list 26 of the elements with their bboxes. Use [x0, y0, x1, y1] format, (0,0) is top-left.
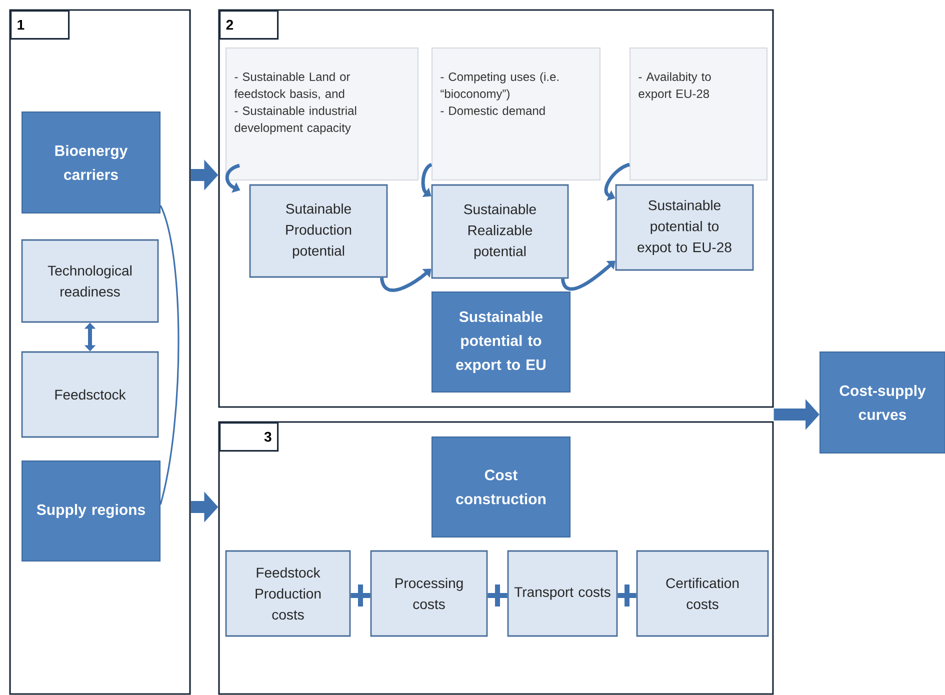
process-box: Certification costs	[636, 550, 769, 637]
process-box: Feedstock Production costs	[225, 550, 351, 637]
curved-line	[160, 205, 180, 505]
process-box: Sustainable Realizable potential	[431, 184, 569, 279]
highlight-box: Bioenergy carriers	[22, 112, 160, 214]
note-box: - Sustainable Land or feedstock basis, and - Sustainable industrial development capacity	[226, 48, 418, 180]
number-tab: 3	[219, 422, 279, 452]
highlight-box: Sustainable potential to export to EU	[432, 292, 570, 392]
plus-connector	[348, 582, 373, 609]
process-box: Sustainable potential to expot to EU-28	[615, 184, 754, 271]
process-box: Sutainable Production potential	[249, 184, 388, 278]
curved-arrow	[561, 260, 616, 291]
note-box: - Competing uses (i.e. “bioconomy”) - Domestic demand	[432, 48, 600, 180]
process-box: Technological readiness	[21, 239, 159, 323]
curved-arrow	[380, 268, 432, 292]
process-box: Feedsctock	[21, 351, 159, 438]
plus-connector	[485, 582, 510, 609]
highlight-box: Supply regions	[22, 460, 160, 562]
note-box: - Availabity to export EU-28	[630, 48, 768, 180]
highlight-box: Cost construction	[432, 436, 570, 538]
process-box: Processing costs	[370, 550, 488, 637]
number-tab: 1	[10, 10, 70, 40]
plus-connector	[615, 582, 639, 609]
highlight-box: Cost-supply curves	[820, 352, 945, 454]
process-box: Transport costs	[507, 550, 618, 637]
number-tab: 2	[219, 10, 279, 40]
